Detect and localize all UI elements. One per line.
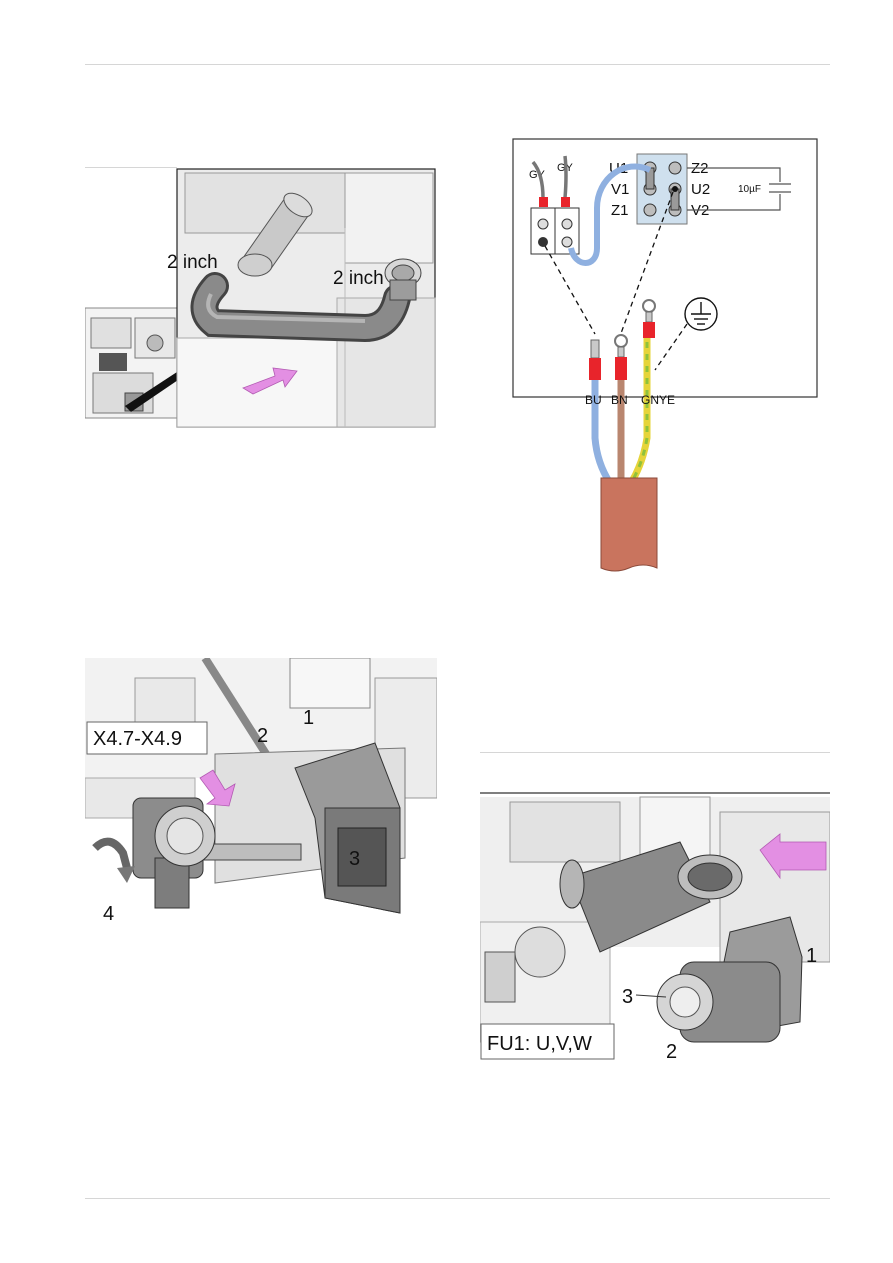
fig4-top-rule bbox=[480, 752, 830, 753]
capacitor-value: 10µF bbox=[738, 184, 761, 195]
earth-symbol bbox=[684, 297, 718, 331]
callout-2inch-right: 2 inch bbox=[333, 268, 384, 289]
label-box-fu1 bbox=[480, 1023, 615, 1060]
figure-feed-unit: FU1: U,V,W 1 2 3 bbox=[480, 792, 830, 1064]
connector-left bbox=[530, 207, 556, 255]
terminal-U2: U2 bbox=[691, 181, 710, 198]
capacitor-symbol bbox=[687, 167, 791, 211]
wire-label-bu: BU bbox=[585, 393, 602, 407]
callout-3: 3 bbox=[349, 848, 360, 870]
connector-right bbox=[554, 207, 580, 255]
callout-1: 1 bbox=[303, 707, 314, 729]
wire-label-gnye: GNYE bbox=[641, 393, 675, 407]
terminal-V1: V1 bbox=[611, 181, 629, 198]
terminal-Z1: Z1 bbox=[611, 202, 629, 219]
wire-label-bn: BN bbox=[611, 393, 628, 407]
label-x47-x49: X4.7-X4.9 bbox=[93, 728, 182, 750]
header-rule bbox=[85, 64, 830, 65]
figure-motor-removal: X4.7-X4.9 1 2 3 4 bbox=[85, 658, 437, 920]
callout-3: 3 bbox=[622, 986, 633, 1008]
figure-wiring-diagram: U1 V1 Z1 Z2 U2 V2 10µF GY GY bbox=[505, 138, 825, 573]
callout-4: 4 bbox=[103, 903, 114, 920]
insert-direction-arrow bbox=[242, 367, 298, 395]
figure-connecting-pipe: 2 inch 2 inch bbox=[85, 168, 437, 430]
callout-2inch-left: 2 inch bbox=[167, 252, 218, 273]
overview-machine-illustration bbox=[85, 307, 182, 419]
assignment-lines bbox=[544, 191, 688, 371]
callout-2: 2 bbox=[666, 1041, 677, 1063]
fig1-top-rule bbox=[85, 167, 177, 168]
label-fu1-uvw: FU1: U,V,W bbox=[487, 1033, 592, 1055]
cable-sheath bbox=[600, 477, 658, 572]
zoom-detail bbox=[176, 172, 436, 428]
feed-direction-arrow bbox=[759, 833, 827, 880]
remove-direction-arrow bbox=[199, 769, 236, 807]
gear-motor bbox=[132, 797, 216, 909]
footer-rule bbox=[85, 1198, 830, 1199]
label-box-x47 bbox=[86, 721, 208, 755]
callout-2: 2 bbox=[257, 725, 268, 747]
callout-1: 1 bbox=[806, 945, 817, 967]
